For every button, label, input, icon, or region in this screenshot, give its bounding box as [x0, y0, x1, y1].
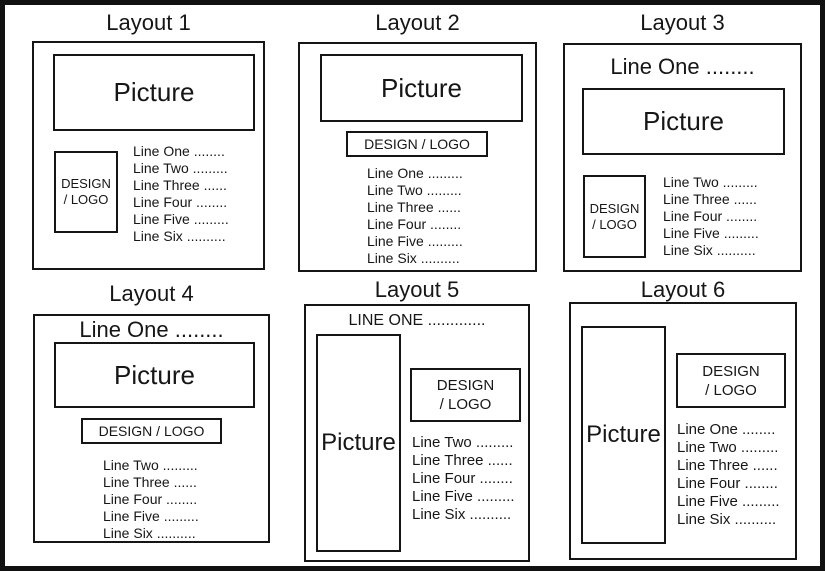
design-logo-line1: DESIGN [589, 200, 640, 216]
text-line: Line Two ......... [133, 160, 228, 176]
design-logo-line1: DESIGN [702, 362, 760, 380]
text-lines: Line Two ......... Line Three ...... Lin… [103, 457, 199, 542]
design-logo-placeholder: DESIGN / LOGO [676, 353, 786, 408]
design-logo-line2: / LOGO [705, 381, 757, 399]
text-lines: Line One ......... Line Two ......... Li… [367, 165, 463, 267]
text-line: Line Two ......... [412, 434, 514, 451]
text-lines: Line One ........ Line Two ......... Lin… [133, 143, 229, 245]
text-line: Line Six .......... [677, 511, 777, 528]
text-line: Line Three ...... [133, 177, 227, 193]
layout-card-6[interactable]: Layout 6 Picture DESIGN / LOGO Line One … [569, 277, 797, 560]
text-line: Line Two ......... [663, 174, 758, 190]
text-line: Line Six .......... [663, 242, 756, 258]
text-lines: Line Two ......... Line Three ...... Lin… [663, 174, 759, 259]
text-line: Line Three ...... [663, 191, 757, 207]
text-line: Line Five ......... [677, 493, 780, 510]
text-line: Line Six .......... [103, 525, 196, 541]
picture-placeholder: Picture [316, 334, 401, 552]
layout-title: Layout 4 [109, 281, 194, 306]
header-text-line: LINE ONE ............. [348, 312, 486, 329]
header-text-line: Line One ........ [610, 54, 755, 79]
text-line: Line Four ........ [412, 470, 513, 487]
design-logo-line1: DESIGN [436, 377, 495, 394]
layout-title: Layout 3 [640, 10, 725, 35]
design-logo-placeholder: DESIGN / LOGO [54, 151, 118, 233]
text-line: Line Five ......... [412, 488, 515, 505]
text-line: Line Six .......... [133, 228, 226, 244]
text-line: Line One ......... [367, 165, 463, 181]
design-logo-placeholder: DESIGN / LOGO [410, 368, 521, 422]
text-line: Line Four ........ [103, 491, 198, 507]
design-logo-line2: / LOGO [63, 192, 109, 207]
text-line: Line Three ...... [677, 457, 778, 474]
text-line: Line Three ...... [367, 199, 461, 215]
layout-card-4[interactable]: Layout 4 Line One ........ Picture DESIG… [33, 281, 270, 543]
layout-title: Layout 6 [640, 277, 726, 302]
layout-card-1[interactable]: Layout 1 Picture DESIGN / LOGO Line One … [32, 10, 265, 272]
text-line: Line Two ......... [367, 182, 462, 198]
layout-title: Layout 1 [106, 10, 191, 35]
layout-card-3[interactable]: Layout 3 Line One ........ Picture DESIG… [563, 10, 802, 272]
picture-placeholder: Picture [582, 88, 785, 155]
design-logo-placeholder: DESIGN / LOGO [583, 175, 646, 258]
text-lines: Line One ........ Line Two ......... Lin… [677, 421, 780, 529]
text-line: Line Six .......... [412, 506, 512, 523]
text-line: Line Four ........ [677, 475, 778, 492]
text-line: Line Five ......... [133, 211, 229, 227]
picture-placeholder: Picture [581, 326, 666, 544]
text-line: Line Five ......... [103, 508, 199, 524]
layout-card-2[interactable]: Layout 2 Picture DESIGN / LOGO Line One … [298, 10, 537, 273]
text-line: Line One ........ [133, 143, 225, 159]
layout-title: Layout 2 [375, 10, 460, 35]
design-logo-line1: DESIGN [61, 176, 111, 191]
design-logo-line2: / LOGO [439, 396, 492, 413]
text-line: Line Four ........ [663, 208, 758, 224]
text-line: Line Four ........ [367, 216, 462, 232]
text-line: Line Three ...... [412, 452, 513, 469]
text-line: Line Four ........ [133, 194, 228, 210]
design-logo-placeholder: DESIGN / LOGO [81, 418, 222, 444]
picture-placeholder: Picture [54, 342, 255, 408]
text-line: Line Two ......... [103, 457, 198, 473]
design-logo-line2: / LOGO [592, 216, 637, 232]
text-line: Line Three ...... [103, 474, 197, 490]
layout-card-5[interactable]: Layout 5 LINE ONE ............. Picture … [304, 277, 530, 562]
picture-placeholder: Picture [53, 54, 255, 131]
picture-placeholder: Picture [320, 54, 523, 122]
header-text-line: Line One ........ [79, 317, 224, 342]
text-line: Line Five ......... [663, 225, 759, 241]
text-lines: Line Two ......... Line Three ...... Lin… [412, 434, 515, 524]
text-line: Line One ........ [677, 421, 776, 438]
layout-title: Layout 5 [374, 277, 460, 302]
design-logo-placeholder: DESIGN / LOGO [346, 131, 488, 157]
text-line: Line Five ......... [367, 233, 463, 249]
text-line: Line Two ......... [677, 439, 779, 456]
text-line: Line Six .......... [367, 250, 460, 266]
